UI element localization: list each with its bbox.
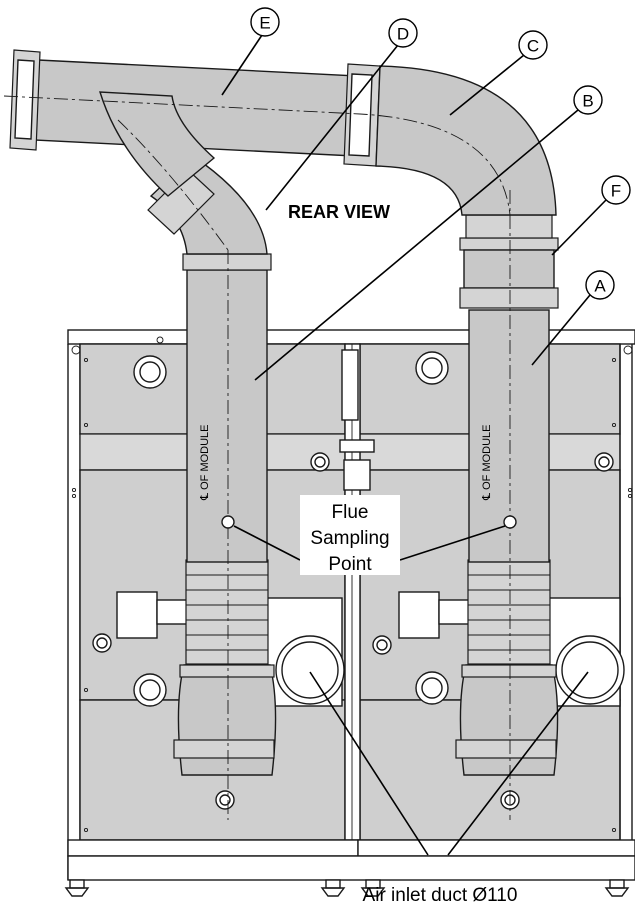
- callout-d: D: [388, 18, 418, 48]
- leader-lines: [221, 34, 607, 856]
- callout-a: A: [585, 270, 615, 300]
- callout-d-label: D: [397, 25, 409, 44]
- callout-b: B: [573, 85, 603, 115]
- callout-a-label: A: [594, 277, 606, 296]
- diagram-title: REAR VIEW: [288, 202, 390, 222]
- left-module-centre-label: ℄ OF MODULE: [199, 424, 211, 501]
- flue-sampling-line-1: Flue: [332, 502, 369, 523]
- right-module-centre-label: ℄ OF MODULE: [481, 424, 493, 501]
- flue-sampling-line-2: Sampling: [310, 528, 389, 549]
- callout-f: F: [601, 175, 631, 205]
- right-flue-sampling-point: [503, 515, 517, 529]
- left-flue-sampling-point: [221, 515, 235, 529]
- callout-f-label: F: [611, 182, 621, 201]
- callout-c: C: [518, 30, 548, 60]
- air-inlet-duct-label: Air inlet duct Ø110: [363, 885, 518, 906]
- top-horizontal-flue: [9, 49, 557, 216]
- flue-sampling-label: Flue Sampling Point: [300, 495, 400, 575]
- module-centreline-labels: ℄ OF MODULE ℄ OF MODULE: [199, 424, 493, 501]
- flue-sampling-line-3: Point: [328, 554, 372, 575]
- air-inlet-ducts: [275, 635, 625, 705]
- centre-lines: [3, 95, 511, 820]
- callout-e: E: [250, 7, 280, 37]
- callout-c-label: C: [527, 37, 539, 56]
- right-flue-column: [455, 214, 559, 776]
- callout-e-label: E: [259, 14, 270, 33]
- callout-b-label: B: [582, 92, 593, 111]
